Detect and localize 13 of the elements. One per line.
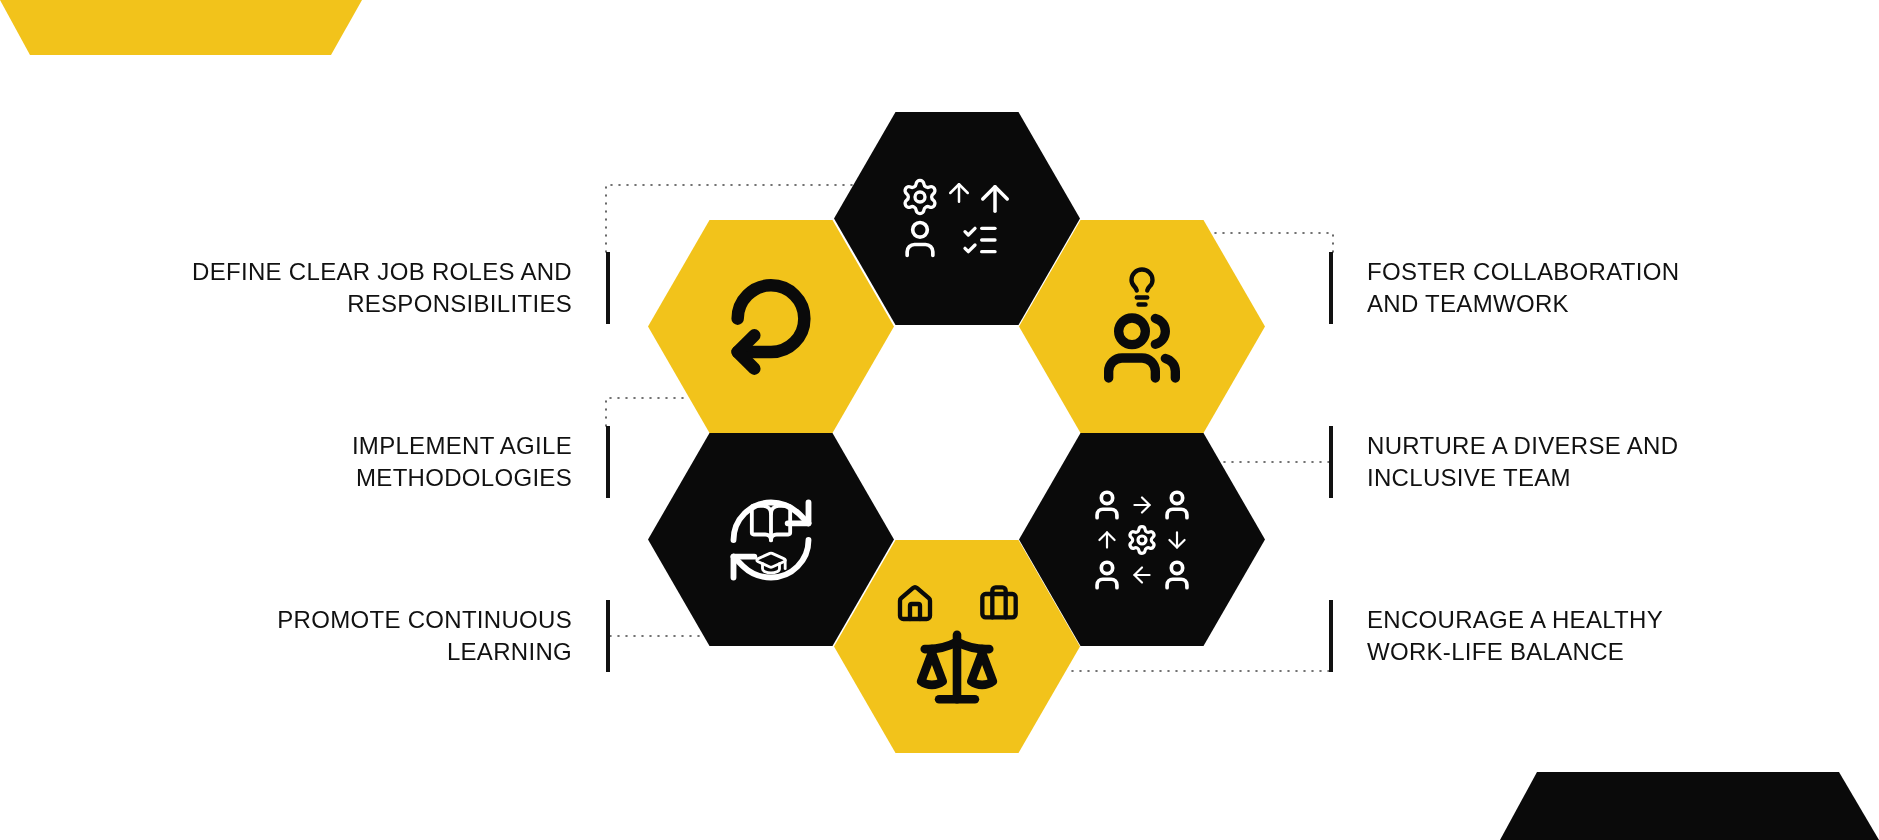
hexagon-tile	[648, 433, 894, 646]
statement-text: IMPLEMENT AGILE METHODOLOGIES	[310, 426, 610, 498]
statement-text: DEFINE CLEAR JOB ROLES AND RESPONSIBILITIES	[150, 252, 610, 324]
hexagon-tile	[1019, 220, 1265, 433]
hexagon-tile	[648, 220, 894, 433]
hexagon-tile	[1019, 433, 1265, 646]
statement-text: FOSTER COLLABORATION AND TEAMWORK	[1329, 252, 1709, 324]
hexagon-tile	[834, 112, 1080, 325]
statement-text: NURTURE A DIVERSE AND INCLUSIVE TEAM	[1329, 426, 1719, 498]
hexagon-tile	[834, 540, 1080, 753]
leader-line	[605, 184, 855, 253]
statement-text: ENCOURAGE A HEALTHY WORK-LIFE BALANCE	[1329, 600, 1699, 672]
statement-text: PROMOTE CONTINUOUS LEARNING	[240, 600, 610, 672]
